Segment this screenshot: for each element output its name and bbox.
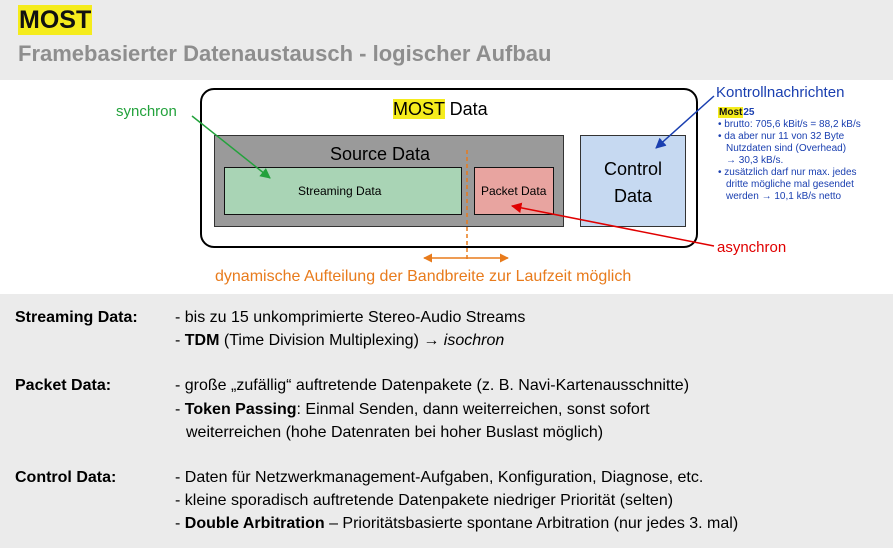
desc-bold: Double Arbitration — [184, 515, 325, 532]
control-data-label-line1: Control — [603, 159, 663, 179]
most25-brand: Most — [718, 107, 744, 118]
control-desc-3: - Double Arbitration – Prioritätsbasiert… — [175, 513, 738, 535]
control-desc-2: - kleine sporadisch auftretende Datenpak… — [175, 492, 674, 509]
note-line: Nutzdaten sind (Overhead) — [726, 143, 847, 154]
desc-text: – Prioritätsbasierte spontane Arbitratio… — [324, 515, 739, 532]
note-line: dritte mögliche mal gesendet — [726, 179, 854, 190]
frame-title: MOST Data — [393, 97, 488, 121]
synchron-arrow — [191, 115, 271, 179]
streaming-data-label: Streaming Data — [298, 184, 382, 198]
note-line: • zusätzlich darf nur max. jedes — [718, 167, 857, 178]
streaming-desc-1: - bis zu 15 unkomprimierte Stereo-Audio … — [175, 309, 526, 326]
synchron-label: synchron — [116, 103, 177, 120]
asynchron-arrow — [510, 202, 715, 247]
page-subtitle: Framebasierter Datenaustausch - logische… — [18, 41, 552, 66]
most25-notes: Most25 • brutto: 705,6 kBit/s = 88,2 kB/… — [718, 107, 893, 203]
kontrollnachrichten-label: Kontrollnachrichten — [716, 84, 845, 101]
description-panel — [0, 294, 893, 548]
dynamic-bandwidth-label: dynamische Aufteilung der Bandbreite zur… — [215, 268, 632, 285]
page-logo-title: MOST — [18, 5, 93, 35]
term-streaming-data: Streaming Data: — [15, 309, 138, 326]
header-band — [0, 0, 893, 80]
note-line: werden → 10,1 kB/s netto — [726, 191, 842, 202]
desc-prefix: - — [175, 401, 185, 418]
packet-desc-1: - große „zufällig“ auftretende Datenpake… — [175, 377, 690, 394]
note-line: → 30,3 kB/s. — [726, 155, 784, 166]
desc-italic: isochron — [443, 332, 505, 349]
kontroll-arrow — [655, 95, 715, 149]
desc-text: : Einmal Senden, dann weiterreichen, son… — [296, 401, 650, 418]
frame-title-rest: Data — [444, 99, 488, 119]
packet-data-label: Packet Data — [481, 184, 547, 198]
term-packet-data: Packet Data: — [15, 377, 112, 394]
desc-bold: TDM — [184, 332, 220, 349]
note-line: • brutto: 705,6 kBit/s = 88,2 kB/s — [718, 119, 861, 130]
control-desc-1: - Daten für Netzwerkmanagement-Aufgaben,… — [175, 469, 704, 486]
asynchron-label: asynchron — [717, 239, 787, 256]
packet-desc-3: weiterreichen (hohe Datenraten bei hoher… — [186, 424, 604, 441]
frame-title-brand: MOST — [393, 99, 445, 119]
desc-text: (Time Division Multiplexing) → — [219, 332, 444, 349]
term-control-data: Control Data: — [15, 469, 117, 486]
desc-prefix: - — [175, 515, 185, 532]
source-data-label: Source Data — [330, 144, 431, 164]
note-line: • da aber nur 11 von 32 Byte — [718, 131, 845, 142]
most25-title: Most25 — [718, 107, 893, 119]
most25-number: 25 — [743, 107, 755, 118]
packet-desc-2: - Token Passing: Einmal Senden, dann wei… — [175, 399, 650, 421]
control-data-box — [580, 135, 686, 227]
control-data-label-line2: Data — [613, 186, 653, 206]
desc-bold: Token Passing — [184, 401, 297, 418]
streaming-desc-2: - TDM (Time Division Multiplexing) → iso… — [175, 330, 504, 352]
desc-prefix: - — [175, 332, 185, 349]
